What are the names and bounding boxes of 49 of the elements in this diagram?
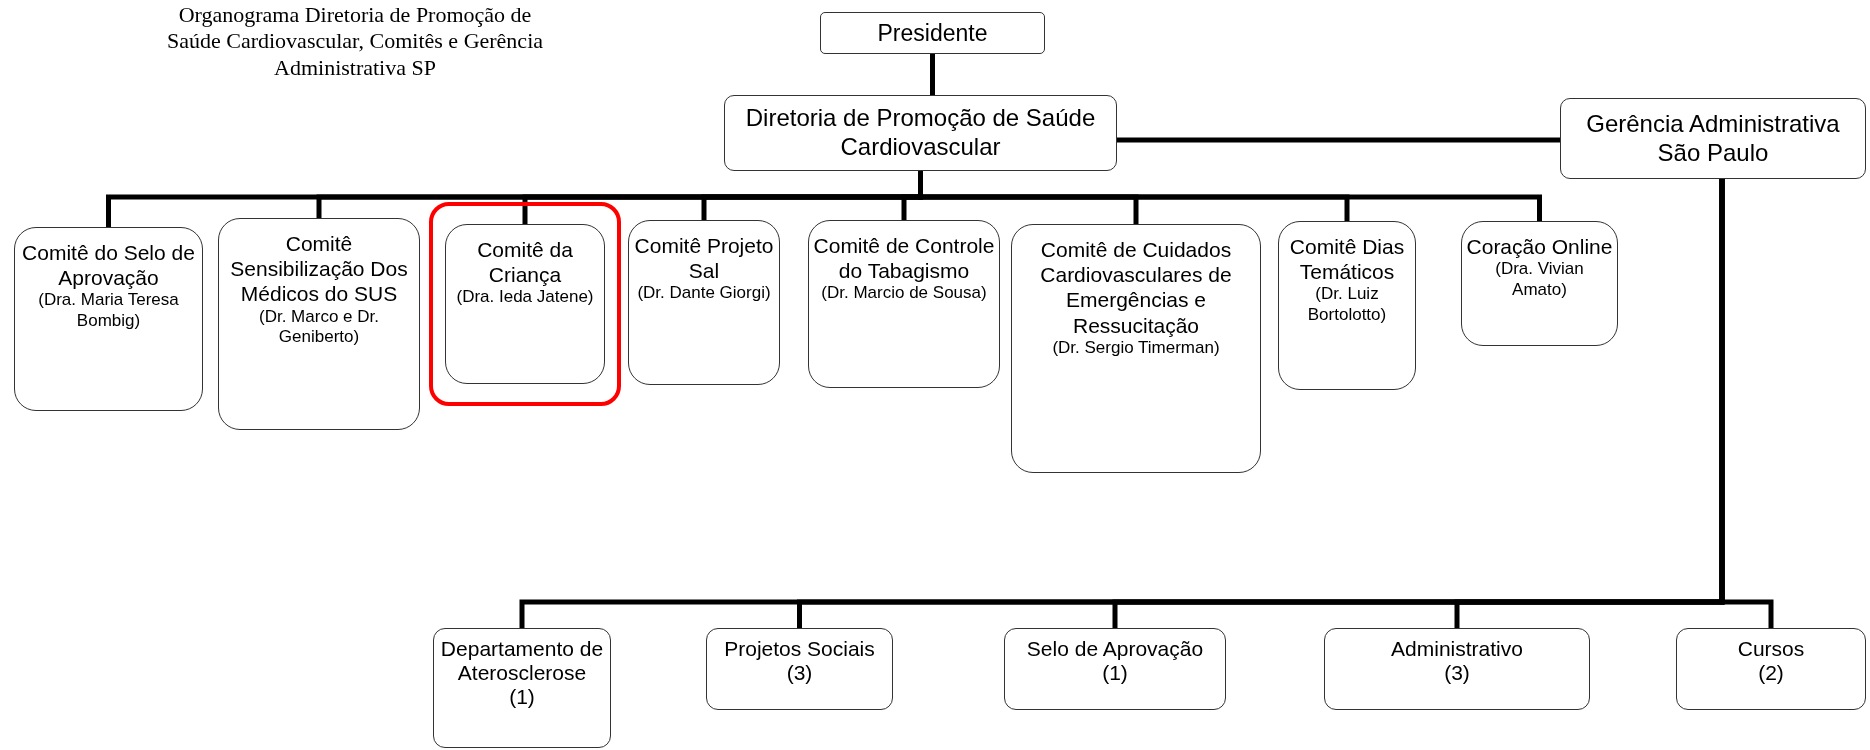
department-box (1324, 628, 1590, 710)
org-box (1560, 98, 1866, 179)
connector-line (930, 54, 935, 95)
coordinator-name: (Dra. Maria Teresa Bombig) (37, 290, 180, 332)
committee-box (628, 220, 780, 385)
department-box (1004, 628, 1226, 710)
unit-name: Diretoria de Promoção de Saúde Cardiovascular (744, 104, 1097, 162)
department-box (1676, 628, 1866, 710)
department-box (706, 628, 893, 710)
coordinator-name: (Dr. Marcio de Sousa) (821, 283, 987, 304)
unit-name: Presidente (877, 18, 988, 48)
unit-name: Comitê de Controle do Tabagismo (813, 233, 995, 284)
unit-name: Coração Online (1466, 234, 1613, 260)
coordinator-name: (Dr. Marco e Dr. Geniberto) (258, 306, 380, 348)
unit-name: Projetos Sociais (724, 637, 875, 662)
coordinator-name: (Dr. Sergio Timerman) (1052, 337, 1220, 359)
connector-line (1117, 137, 1560, 143)
staff-count: (2) (1758, 661, 1784, 686)
unit-name: Selo de Aprovação (1026, 637, 1204, 662)
coordinator-name: (Dra. Vivian Amato) (1494, 259, 1585, 300)
staff-count: (3) (1444, 661, 1470, 686)
connector-line (1719, 179, 1774, 628)
chart-title: Organograma Diretoria de Promoção de Saúde Cardiovascular, Comitês e Gerência Administrativa SP (165, 2, 544, 82)
unit-name: Administrativo (1391, 637, 1523, 662)
unit-name: Departamento de Aterosclerose (439, 637, 605, 686)
committee-box (808, 220, 1000, 388)
unit-name: Comitê Projeto Sal (633, 233, 775, 284)
unit-name: Comitê Dias Temáticos (1288, 234, 1406, 285)
department-box (433, 628, 611, 748)
staff-count: (1) (1102, 661, 1128, 686)
coordinator-name: (Dr. Dante Giorgi) (637, 283, 771, 304)
unit-name: Comitê da Criança (476, 237, 574, 288)
committee-box (1278, 221, 1416, 390)
committee-box (14, 227, 203, 411)
staff-count: (3) (786, 661, 813, 686)
unit-name: Comitê Sensibilização Dos Médicos do SUS (229, 231, 409, 307)
coordinator-name: (Dra. Ieda Jatene) (456, 287, 594, 308)
unit-name: Cursos (1737, 637, 1805, 662)
committee-box (445, 224, 605, 384)
unit-name: Gerência Administrativa São Paulo (1585, 109, 1841, 168)
coordinator-name: (Dr. Luiz Bortolotto) (1306, 284, 1388, 326)
committee-box (218, 218, 420, 430)
staff-count: (1) (509, 685, 535, 710)
org-box (820, 12, 1045, 54)
org-box (724, 95, 1117, 171)
unit-name: Comitê de Cuidados Cardiovasculares de Emergências e Ressucitação (1039, 237, 1233, 338)
committee-box (1011, 224, 1261, 473)
unit-name: Comitê do Selo de Aprovação (21, 240, 196, 291)
committee-box (1461, 221, 1618, 346)
